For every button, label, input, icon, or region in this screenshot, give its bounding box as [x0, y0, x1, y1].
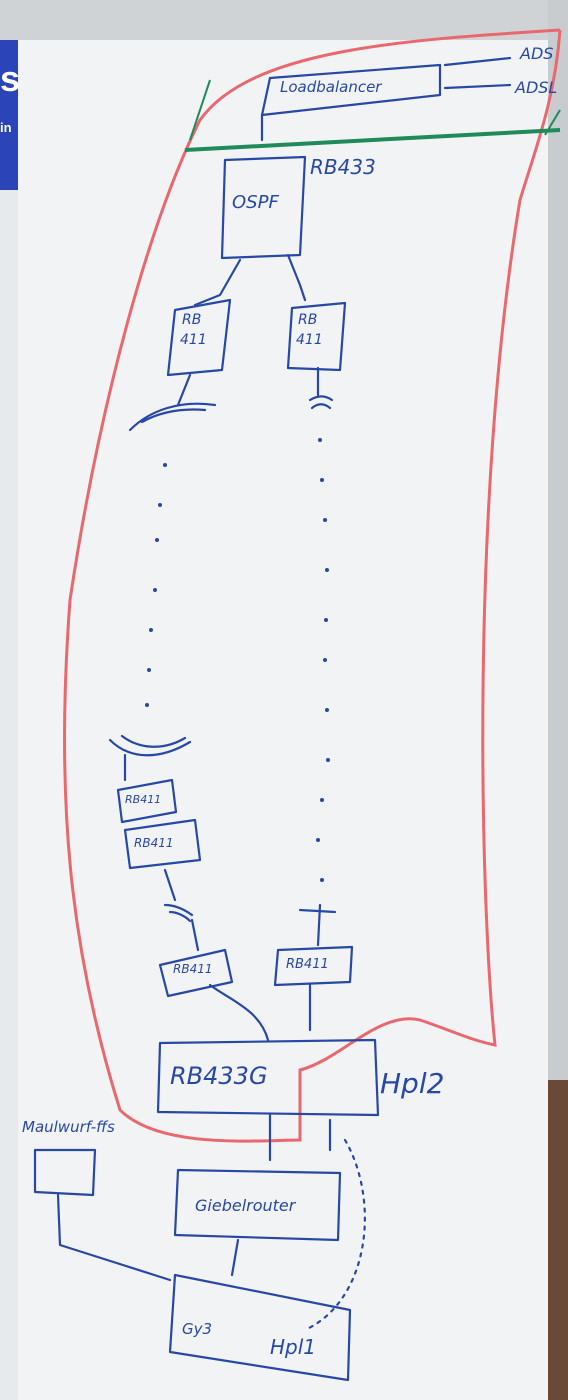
adsl-label-2: ADSL: [515, 78, 557, 97]
logo-big-letter: s: [0, 58, 18, 100]
rb411-right-label-b: 411: [296, 332, 323, 348]
adsl-label-1: ADS: [520, 44, 553, 63]
rb411-bottom-right-label: RB411: [286, 957, 329, 972]
rb433g-label: RB433G: [170, 1062, 268, 1090]
rb411-right-label-a: RB: [298, 312, 317, 328]
rb411-left-label-b: 411: [180, 332, 207, 348]
rb411-lower-label-1: RB411: [125, 793, 161, 806]
hpl1-label: Hpl1: [270, 1335, 316, 1359]
rb433-top-label: RB433: [310, 155, 376, 179]
rb411-lower-label-2: RB411: [134, 836, 173, 850]
logo-small-text: in: [0, 120, 12, 135]
logo-fragment: s in: [0, 40, 18, 190]
gym-label: Gy3: [182, 1320, 212, 1338]
rb411-left-label-a: RB: [182, 312, 201, 328]
hpl2-label: Hpl2: [380, 1067, 444, 1100]
ospf-label: OSPF: [232, 192, 279, 213]
rb411-bottom-left-label: RB411: [173, 962, 212, 976]
loadbalancer-label: Loadbalancer: [280, 78, 381, 96]
giebelrouter-label: Giebelrouter: [195, 1196, 295, 1215]
maulwurfs-label: Maulwurf-ffs: [22, 1118, 115, 1136]
